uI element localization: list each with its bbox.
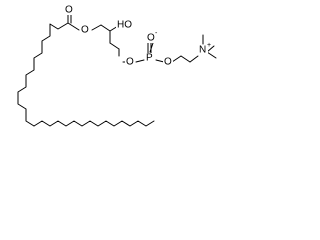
hydroxyl-label: HO: [117, 20, 132, 31]
p-o-bridge-right: [155, 59, 165, 63]
phosphate-oxygen-top-label: O: [147, 33, 155, 44]
phosphate-oxygen-right-label: O: [164, 57, 172, 68]
glycerol-bond-1: [100, 24, 111, 32]
ester-linkage: [67, 22, 102, 31]
ester-carbonyl-oxygen-label: O: [65, 5, 73, 16]
phospholipid-structure: O O HO O - O P O N +: [17, 5, 217, 127]
glycerol-backbone: [100, 24, 129, 63]
phosphate-minus-charge: -: [155, 30, 158, 37]
acyl-tail-bonds: [33, 120, 155, 127]
acyl-chain: [17, 22, 69, 127]
n-methyl-1: [206, 45, 215, 53]
ester-bond-o-ch2: [91, 24, 102, 31]
nitrogen-label: N: [199, 45, 206, 56]
acyl-tail: [33, 120, 155, 127]
choline-bond-2: [180, 55, 191, 63]
atom-labels: O O HO O - O P O N +: [64, 5, 211, 68]
choline-group: [171, 34, 217, 63]
ester-bond-c-o: [67, 22, 80, 31]
acyl-chain-bonds: [17, 22, 69, 127]
p-o-bridge-left: [135, 59, 145, 63]
choline-bond-1: [171, 55, 182, 63]
phosphorus-label: P: [146, 53, 153, 64]
ester-oxygen-label: O: [81, 25, 89, 36]
n-methyl-2: [206, 51, 217, 59]
choline-bond-3: [189, 55, 199, 63]
phosphate-oxygen-left-label: O: [126, 57, 134, 68]
glycerol-bond-3: [109, 42, 120, 50]
nitrogen-plus-charge: +: [207, 42, 211, 49]
